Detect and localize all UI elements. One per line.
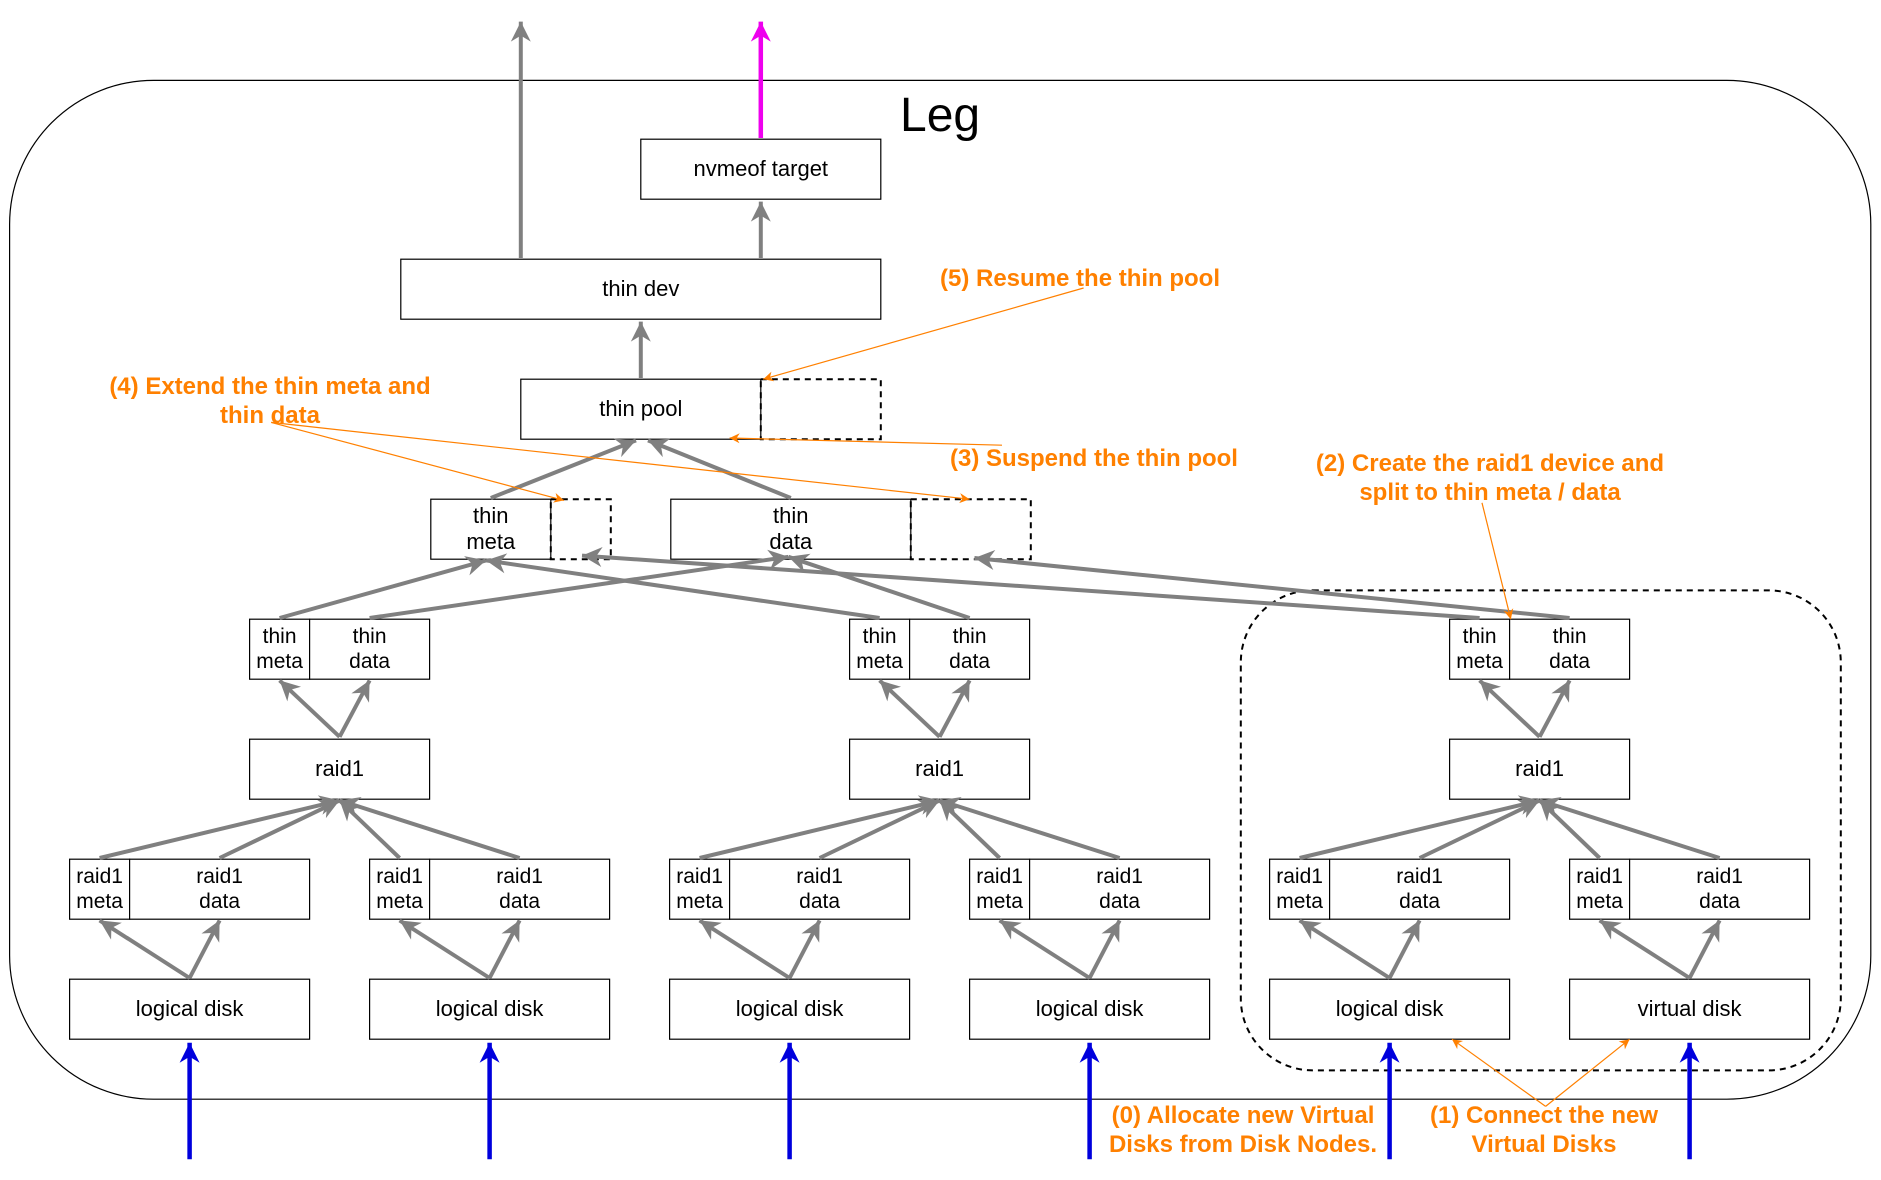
group2-sub0-raid1-data-box <box>1328 858 1511 920</box>
group2-sub1-raid1-data-box <box>1628 858 1811 920</box>
annotation-step1: (1) Connect the new Virtual Disks <box>1429 1102 1658 1158</box>
group0-arrow-thin-meta-up <box>279 556 487 620</box>
callout-step1-virtual <box>1545 1038 1630 1107</box>
arrow-leg-thin-data-to-thin-pool <box>647 438 792 500</box>
group0-sub0-raid1-data-box <box>129 858 311 920</box>
callout-step4-data <box>271 421 970 504</box>
group1-sub1-raid1-data-box <box>1028 858 1211 920</box>
group1-arrow-thin-data-up <box>787 553 971 620</box>
group0-thin-data-box <box>309 618 431 680</box>
group2-sub0-arrow-raid1-data-to-raid1 <box>1418 798 1541 860</box>
group1-sub1-arrow-disk-to-raid1-data <box>1087 919 1122 979</box>
group0-sub0-disk-box <box>68 978 311 1040</box>
group0-arrow-raid1-to-thin-data <box>337 679 372 738</box>
group0-sub0-arrow-disk-to-raid1-data <box>187 919 222 979</box>
group1-sub0-arrow-disk-to-raid1-data <box>787 919 822 979</box>
thin-dev-box <box>400 258 882 320</box>
annotation-step3: (3) Suspend the thin pool <box>950 445 1238 472</box>
arrow-leg-thin-meta-to-thin-pool <box>490 438 637 500</box>
callout-step5 <box>763 287 1084 382</box>
callout-step3 <box>729 433 1003 446</box>
callout-step1-logical <box>1451 1038 1546 1107</box>
group1-sub1-arrow-raid1-data-to-raid1 <box>938 796 1121 860</box>
group1-sub0-arrow-disk-to-raid1-meta <box>698 918 791 980</box>
group0-sub1-arrow-disk-to-raid1-data <box>487 919 522 979</box>
group1-sub1-arrow-disk-to-raid1-meta <box>998 918 1091 980</box>
group2-sub0-raid1-meta-box <box>1268 858 1331 920</box>
group2-sub0-arrow-disk-to-raid1-data <box>1387 919 1422 979</box>
group0-sub0-raid1-meta-box <box>68 858 131 920</box>
annotation-step5: (5) Resume the thin pool <box>940 265 1221 292</box>
group0-sub1-raid1-data-box <box>429 858 611 920</box>
annotation-step4: (4) Extend the thin meta and thin data <box>109 373 431 429</box>
group0-sub1-raid1-meta-box <box>369 858 431 920</box>
group1-sub0-raid1-meta-box <box>668 858 731 920</box>
group2-sub1-arrow-disk-to-raid1-data <box>1687 919 1722 979</box>
group2-sub0-disk-box <box>1268 978 1511 1040</box>
group0-raid1-box <box>249 738 431 800</box>
thin-pool-extension <box>759 378 882 441</box>
group1-sub0-arrow-raid1-meta-to-raid1 <box>699 795 941 860</box>
group1-thin-meta-box <box>848 618 911 680</box>
group2-sub1-arrow-raid1-data-to-raid1 <box>1538 796 1721 860</box>
group0-sub1-arrow-disk-to-raid1-meta <box>398 918 491 980</box>
group2-sub1-arrow-disk-to-raid1-meta <box>1598 918 1691 980</box>
annotation-step2: (2) Create the raid1 device and split to… <box>1315 450 1665 506</box>
group2-thin-meta-box <box>1448 618 1511 680</box>
group0-arrow-raid1-to-thin-meta <box>278 678 341 739</box>
thin-pool-box <box>520 378 762 440</box>
group1-arrow-thin-meta-up <box>485 553 880 620</box>
group2-sub1-raid1-meta-box <box>1568 858 1631 920</box>
leg-thin-data-box <box>670 498 912 560</box>
leg-thin-meta-extension <box>549 498 612 561</box>
nvmeof-target-box <box>640 138 882 200</box>
leg-container <box>9 79 1872 1100</box>
group0-sub0-arrow-disk-to-raid1-meta <box>98 918 191 980</box>
group2-sub0-arrow-raid1-meta-to-raid1 <box>1299 795 1541 860</box>
group1-arrow-raid1-to-thin-meta <box>878 678 941 739</box>
group1-sub0-disk-box <box>668 978 911 1040</box>
group1-arrow-raid1-to-thin-data <box>937 679 972 738</box>
group1-sub0-raid1-data-box <box>728 858 911 920</box>
group2-sub1-disk-box <box>1568 978 1811 1040</box>
group1-raid1-box <box>848 738 1031 800</box>
group0-sub1-arrow-raid1-data-to-raid1 <box>338 796 521 860</box>
annotation-step0: (0) Allocate new Virtual Disks from Disk… <box>1108 1102 1378 1158</box>
group0-sub0-arrow-raid1-data-to-raid1 <box>218 798 341 860</box>
group0-sub0-arrow-raid1-meta-to-raid1 <box>99 795 341 860</box>
callout-step4-meta <box>271 421 565 503</box>
callout-step2 <box>1481 502 1514 620</box>
group0-thin-meta-box <box>249 618 311 680</box>
group1-thin-data-box <box>908 618 1031 680</box>
group2-arrow-thin-data-up <box>974 550 1570 620</box>
group0-sub1-disk-box <box>369 978 611 1040</box>
new-leg-group <box>1239 589 1842 1072</box>
group1-sub1-disk-box <box>968 978 1211 1040</box>
group2-arrow-thin-meta-up <box>581 547 1480 620</box>
group2-raid1-box <box>1448 738 1631 800</box>
leg-thin-meta-box <box>430 498 552 560</box>
group1-sub1-raid1-meta-box <box>968 858 1031 920</box>
diagram-title: Leg <box>900 89 981 142</box>
group1-sub0-arrow-raid1-data-to-raid1 <box>818 798 941 860</box>
group2-sub0-arrow-disk-to-raid1-meta <box>1298 918 1391 980</box>
group2-arrow-raid1-to-thin-data <box>1537 679 1572 738</box>
group2-arrow-raid1-to-thin-meta <box>1478 678 1541 739</box>
leg-thin-data-extension <box>909 498 1032 561</box>
group2-thin-data-box <box>1508 618 1631 680</box>
